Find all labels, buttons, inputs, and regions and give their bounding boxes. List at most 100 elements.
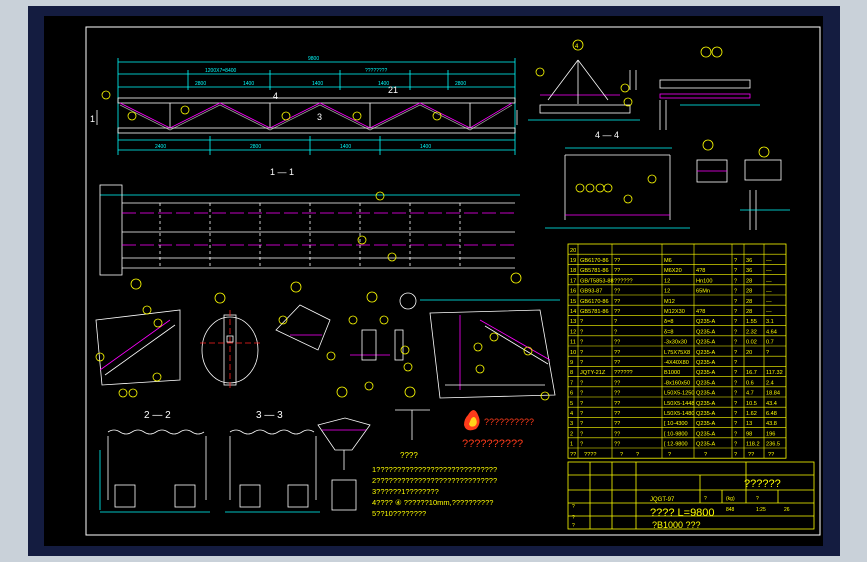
table-cell-std: ? <box>580 360 583 366</box>
tb-weight: 848 <box>726 507 735 513</box>
table-cell-name: ?? <box>614 340 620 346</box>
detail-3-small-view <box>348 291 417 391</box>
dim-1400-c: 1400 <box>378 81 389 87</box>
table-cell-qty: ? <box>734 340 737 346</box>
table-cell-no: 14 <box>570 309 576 315</box>
table-cell-mat: Q235-A <box>696 421 716 427</box>
tb-label-3: ? <box>756 496 759 502</box>
table-cell-name: ?? <box>614 289 620 295</box>
section-2-2-title: 2 — 2 <box>144 410 171 421</box>
table-cell-mat: Q235-A <box>696 431 716 437</box>
table-cell-qty: ? <box>734 329 737 335</box>
table-cell-std: GB/T5853-88 <box>580 278 614 284</box>
table-cell-spec: B1000 <box>664 370 680 376</box>
table-cell-spec: L50X5-1480 <box>664 411 694 417</box>
company-logo <box>464 410 480 431</box>
table-cell-spec: 12 <box>664 289 670 295</box>
dim-1400-a: 1400 <box>243 81 254 87</box>
table-cell-w1: 4.7 <box>746 391 754 397</box>
table-cell-no: 9 <box>570 360 573 366</box>
logo-subtext: ?????????? <box>462 438 523 450</box>
tb-row-label-3: ? <box>572 523 575 529</box>
table-cell-w2: 236.5 <box>766 442 780 448</box>
table-cell-name: ?? <box>614 431 620 437</box>
table-cell-w1: 10.5 <box>746 401 757 407</box>
detail-6-view <box>95 278 181 398</box>
detail-7-view <box>200 292 262 390</box>
drawing-number: JQGT-97 <box>650 497 675 503</box>
table-cell-no: 10 <box>570 350 576 356</box>
table-cell-mat: Q235-A <box>696 391 716 397</box>
table-cell-qty: ? <box>734 360 737 366</box>
drawing-title-1: ???? L=9800 <box>650 507 715 519</box>
table-cell-w2: 6.48 <box>766 411 777 417</box>
table-cell-name: ?????? <box>614 278 633 284</box>
section-2-2-view <box>99 429 210 513</box>
table-cell-name: ?? <box>614 380 620 386</box>
table-cell-w2: — <box>766 258 772 264</box>
table-cell-std: JQTY-21Z <box>580 370 606 376</box>
table-cell-w1: 118.2 <box>746 442 760 448</box>
main-elevation-view <box>96 58 518 155</box>
table-cell-spec: L50X5-1250 <box>664 391 694 397</box>
drawing-border <box>85 26 821 536</box>
table-cell-w2: — <box>766 299 772 305</box>
table-cell-w2: — <box>766 289 772 295</box>
section-1-1-title: 1 — 1 <box>270 167 294 177</box>
table-cell-name: ?? <box>614 268 620 274</box>
table-cell-w1: 20 <box>746 350 752 356</box>
table-cell-no: 4 <box>570 411 573 417</box>
table-cell-std: GB6170-86 <box>580 258 609 264</box>
section-3-3-view <box>225 429 320 513</box>
table-cell-no: 17 <box>570 278 576 284</box>
section-mark-4: 4 <box>273 91 278 101</box>
table-cell-spec: [ 12-9800 <box>664 442 688 448</box>
table-cell-mat: Q235-A <box>696 329 716 335</box>
table-cell-std: ? <box>580 329 583 335</box>
dim-2800-right: 2800 <box>455 81 466 87</box>
table-header-cell: ?? <box>748 452 754 458</box>
table-cell-mat: Q235-A <box>696 340 716 346</box>
note-1: 1????????????????????????????? <box>372 465 497 474</box>
detail-15-view <box>696 139 790 230</box>
table-cell-w1: 1.62 <box>746 411 757 417</box>
section-mark-3: 3 <box>317 112 322 122</box>
table-cell-qty: ? <box>734 391 737 397</box>
table-cell-w1: 0.02 <box>746 340 757 346</box>
section-3-3-title: 3 — 3 <box>256 410 283 421</box>
table-cell-spec: δ=8 <box>664 319 674 325</box>
table-cell-spec: -3x30x30 <box>664 340 687 346</box>
table-cell-mat: Hn100 <box>696 278 712 284</box>
table-cell-w1: 2.32 <box>746 329 757 335</box>
table-cell-no: 8 <box>570 370 573 376</box>
table-cell-mat: Q235-A <box>696 319 716 325</box>
table-cell-w1: 16.7 <box>746 370 757 376</box>
note-2: 2????????????????????????????? <box>372 476 497 485</box>
table-cell-qty: ? <box>734 268 737 274</box>
table-cell-qty: ? <box>734 401 737 407</box>
table-cell-std: ? <box>580 380 583 386</box>
drawing-title-2: ?B1000 ??? <box>652 520 701 530</box>
dim-bot-3: 1400 <box>340 144 351 150</box>
table-cell-w1: 28 <box>746 278 752 284</box>
table-cell-no: 19 <box>570 258 576 264</box>
table-cell-qty: ? <box>734 309 737 315</box>
table-cell-std: GB6170-86 <box>580 299 609 305</box>
section-4-4-view <box>545 147 690 229</box>
table-cell-name: ?? <box>614 401 620 407</box>
table-cell-std: ? <box>580 442 583 448</box>
detail-21-view <box>659 46 760 130</box>
section-mark-1-left: 1 <box>90 114 95 124</box>
tb-row-label-1: ? <box>572 504 575 510</box>
table-cell-w2: 43.4 <box>766 401 777 407</box>
tb-scale: 1:25 <box>756 507 766 513</box>
table-cell-w1: 28 <box>746 299 752 305</box>
table-cell-w2: ? <box>766 350 769 356</box>
logo-text: ?????????? <box>484 417 534 427</box>
table-cell-name: ?? <box>614 309 620 315</box>
table-header-cell: ?? <box>570 452 576 458</box>
table-cell-name: ?? <box>614 442 620 448</box>
table-cell-name: ?????? <box>614 370 633 376</box>
